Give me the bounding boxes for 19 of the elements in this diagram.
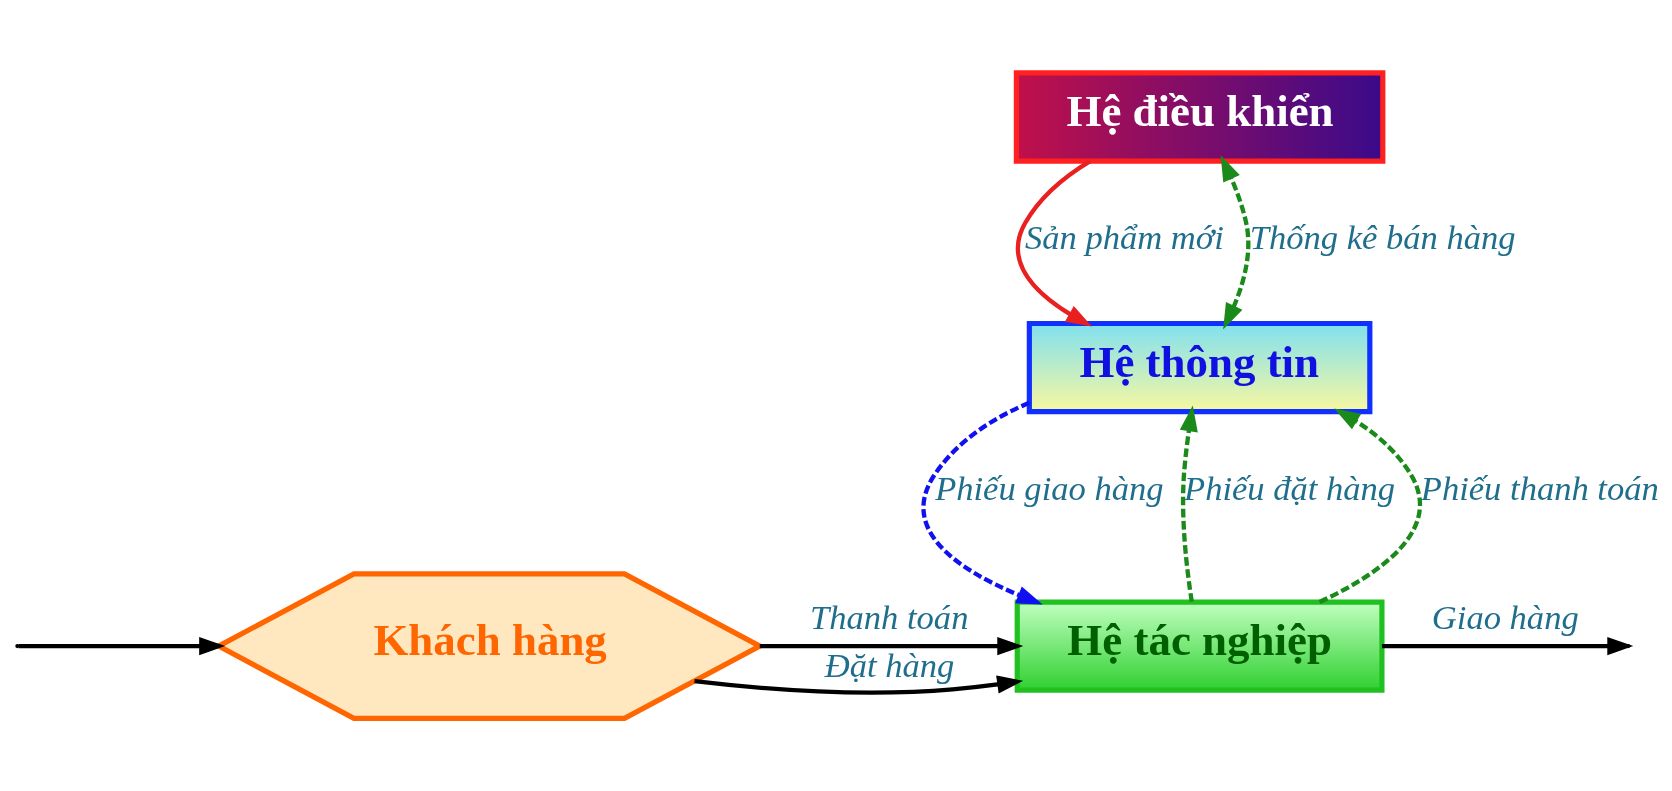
arrow: [694, 675, 1024, 695]
edge-label: Đặt hàng: [824, 646, 955, 685]
node-box: Hệ điều khiển: [1013, 70, 1386, 164]
node-box: Hệ thông tin: [1026, 320, 1373, 415]
arrow: [921, 400, 1043, 605]
edge-label: Phiếu đặt hàng: [1184, 468, 1396, 507]
edge-label: Thanh toán: [810, 597, 969, 636]
edge-label: Thống kê bán hàng: [1249, 218, 1516, 257]
arrow: [1015, 159, 1092, 327]
arrow: [759, 637, 1024, 656]
edge-label: Phiếu giao hàng: [935, 468, 1164, 507]
arrow: [1179, 405, 1198, 602]
edge-label: Sản phẩm mới: [1025, 218, 1224, 257]
edge-label: Phiếu thanh toán: [1420, 468, 1659, 507]
arrow: [1318, 408, 1422, 604]
node-box: Hệ tác nghiệp: [1014, 599, 1385, 693]
arrow: [18, 637, 226, 656]
arrow: [1220, 155, 1251, 330]
edge-label: Giao hàng: [1431, 597, 1579, 636]
